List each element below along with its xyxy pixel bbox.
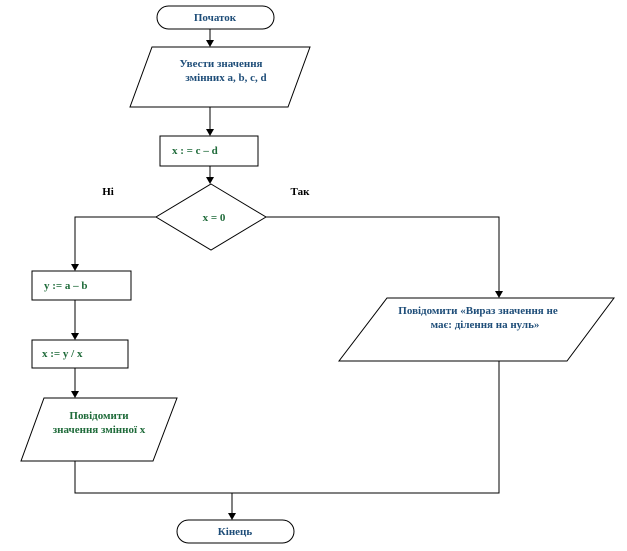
input-parallelogram	[129, 46, 311, 108]
assign-xy-process	[31, 339, 129, 369]
assign-x-process	[159, 135, 259, 167]
output-message-line2: має: ділення на нуль»	[431, 319, 540, 331]
output-x-label-line2: значення змінної x	[53, 424, 146, 436]
end-terminator	[176, 519, 295, 544]
input-label-line2: змінних a, b, c, d	[185, 72, 266, 84]
start-terminator	[156, 5, 275, 30]
branch-no-label: Ні	[102, 186, 114, 198]
assign-x-label: x : = c – d	[172, 145, 218, 157]
connector-lines	[71, 29, 503, 520]
condition-label: x = 0	[203, 212, 226, 224]
output-x-parallelogram	[20, 397, 178, 462]
condition-decision	[155, 183, 267, 251]
assign-xy-label: x := y / x	[42, 348, 83, 360]
arrow-no-branch	[71, 216, 156, 271]
end-label: Кінець	[218, 526, 253, 538]
input-label-line1: Увести значення	[179, 58, 262, 70]
branch-yes-label: Так	[291, 186, 311, 198]
output-x-label-line1: Повідомити	[69, 410, 129, 422]
merge-line	[74, 361, 500, 494]
output-message-parallelogram	[337, 297, 615, 362]
arrow-yes-branch	[266, 216, 503, 298]
assign-y-process	[31, 270, 132, 301]
start-label: Початок	[194, 12, 237, 24]
assign-y-label: y := a – b	[44, 280, 88, 292]
output-message-line1: Повідомити «Вираз значення не	[398, 305, 558, 317]
